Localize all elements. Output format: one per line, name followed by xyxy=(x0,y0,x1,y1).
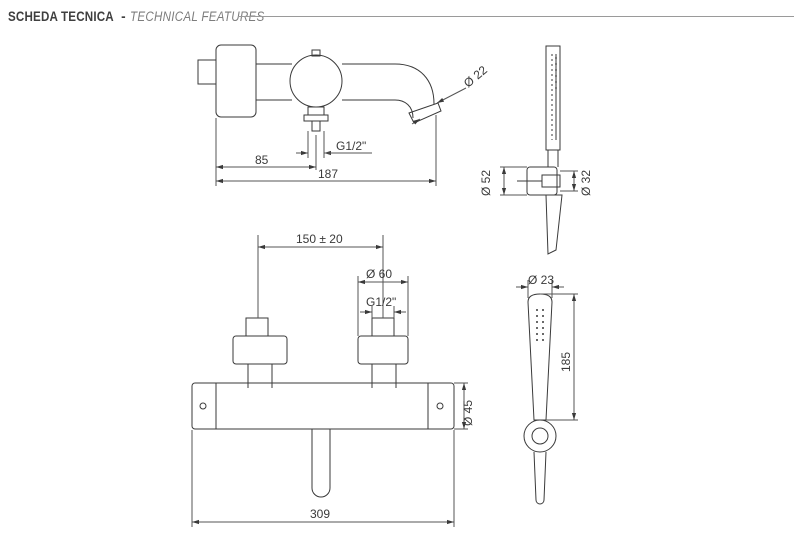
holder-dimensions xyxy=(500,166,578,196)
front-view-mixer xyxy=(191,317,455,498)
dim-holder-base-diameter: Ø 52 xyxy=(479,170,493,196)
header-rule xyxy=(238,16,794,17)
dim-hand-shower-length: 185 xyxy=(559,352,573,372)
dim-inlet-distance: 150 ± 20 xyxy=(296,232,343,246)
dim-spout-diameter: Ø 22 xyxy=(461,63,490,91)
header-separator: - xyxy=(121,8,126,24)
header-title: SCHEDA TECNICA xyxy=(8,8,114,24)
dim-front-inlet-thread: G1/2" xyxy=(366,295,396,309)
hand-shower-dimensions xyxy=(516,280,578,421)
dim-head-diameter: Ø 23 xyxy=(528,273,554,287)
nozzle-dots-front xyxy=(536,309,544,341)
dim-inlet-offset: 85 xyxy=(255,153,269,167)
top-view-dimensions xyxy=(215,87,467,186)
hand-shower-front-view xyxy=(523,293,557,505)
nozzle-dots-side xyxy=(555,57,557,89)
dim-holder-diameter: Ø 32 xyxy=(579,170,593,196)
header-subtitle: TECHNICAL FEATURES xyxy=(129,8,265,24)
top-view-mixer xyxy=(197,44,442,132)
dim-total-depth: 187 xyxy=(318,167,338,181)
dim-body-diameter: Ø 45 xyxy=(461,400,475,426)
page-header: SCHEDA TECNICA - TECHNICAL FEATURES xyxy=(8,5,286,27)
hand-shower-side-view xyxy=(517,45,563,255)
dim-flange-diameter: Ø 60 xyxy=(366,267,392,281)
front-view-dimensions xyxy=(191,235,468,527)
dim-top-inlet-thread: G1/2" xyxy=(336,139,366,153)
dim-total-width: 309 xyxy=(310,507,330,521)
